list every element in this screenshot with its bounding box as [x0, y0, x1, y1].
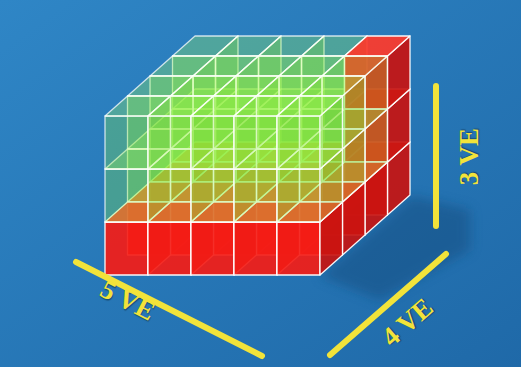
- cube-face-front: [148, 116, 191, 169]
- cube-face-front: [105, 116, 148, 169]
- cube-face-front: [191, 169, 234, 222]
- dimension-bars: [76, 86, 446, 356]
- cube-face-top: [322, 56, 388, 76]
- cube-face-top: [277, 96, 343, 116]
- cube-face-front: [234, 169, 277, 222]
- length-bar: [76, 262, 262, 356]
- cube-stack: [105, 36, 410, 275]
- cube-face-front: [105, 169, 148, 222]
- cube-face-top: [345, 36, 411, 56]
- depth-bar: [330, 254, 446, 355]
- cube-face-front: [148, 222, 191, 275]
- shadow: [320, 196, 470, 300]
- cube-face-front: [234, 222, 277, 275]
- cube-face-front: [191, 222, 234, 275]
- cube-face-front: [277, 169, 320, 222]
- cube-face-front: [234, 116, 277, 169]
- cube-face-top: [300, 76, 366, 96]
- height-bar: [433, 86, 439, 226]
- cube-face-front: [105, 222, 148, 275]
- cube-face-front: [191, 116, 234, 169]
- cube-face-front: [277, 116, 320, 169]
- dimension-label: 3 VE: [457, 127, 484, 184]
- cube-face-front: [277, 222, 320, 275]
- cube-face-front: [148, 169, 191, 222]
